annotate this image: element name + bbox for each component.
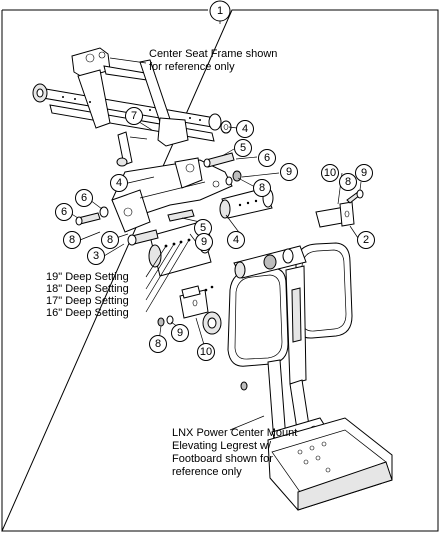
legrest-note: LNX Power Center Mount Elevating Legrest… — [172, 427, 298, 478]
svg-text:10: 10 — [200, 346, 212, 358]
svg-text:9: 9 — [177, 327, 183, 339]
svg-text:8: 8 — [107, 234, 113, 246]
svg-text:4: 4 — [242, 123, 248, 135]
svg-text:9: 9 — [201, 236, 207, 248]
svg-text:4: 4 — [233, 234, 239, 246]
svg-text:6: 6 — [81, 192, 87, 204]
figure-number-callout: 1 — [209, 0, 231, 22]
svg-text:9: 9 — [286, 166, 292, 178]
svg-text:9: 9 — [361, 167, 367, 179]
callout-10: 10 — [197, 343, 215, 361]
svg-text:8: 8 — [69, 234, 75, 246]
svg-text:6: 6 — [264, 152, 270, 164]
svg-text:5: 5 — [240, 142, 246, 154]
callout-8: 8 — [63, 231, 81, 249]
elevating-legrest — [202, 242, 393, 511]
svg-text:8: 8 — [155, 338, 161, 350]
svg-text:5: 5 — [200, 222, 206, 234]
callout-2: 2 — [357, 231, 375, 249]
svg-text:8: 8 — [259, 182, 265, 194]
callout-6: 6 — [258, 149, 276, 167]
depth-setting-17: 17" Deep Setting — [46, 295, 129, 307]
side-pad-assembly-left — [157, 285, 214, 327]
svg-text:7: 7 — [131, 110, 137, 122]
callout-6: 6 — [55, 203, 73, 221]
callout-9: 9 — [171, 324, 189, 342]
svg-text:6: 6 — [61, 206, 67, 218]
depth-setting-18: 18" Deep Setting — [46, 283, 129, 295]
svg-text:10: 10 — [324, 167, 336, 179]
figure-frame — [1, 9, 439, 532]
callout-4: 4 — [227, 231, 245, 249]
callout-3: 3 — [87, 247, 105, 265]
side-pad-assembly-right — [315, 189, 364, 228]
callout-4: 4 — [110, 174, 128, 192]
callout-6: 6 — [75, 189, 93, 207]
callout-10: 10 — [321, 164, 339, 182]
callout-7: 7 — [125, 107, 143, 125]
svg-text:2: 2 — [363, 234, 369, 246]
callout-9: 9 — [355, 164, 373, 182]
callout-8: 8 — [339, 173, 357, 191]
callout-8: 8 — [253, 179, 271, 197]
center-mount-bracket — [111, 157, 233, 233]
callout-8: 8 — [149, 335, 167, 353]
svg-text:4: 4 — [116, 177, 122, 189]
svg-text:1: 1 — [217, 5, 223, 17]
callout-8: 8 — [101, 231, 119, 249]
callout-5: 5 — [234, 139, 252, 157]
svg-text:3: 3 — [93, 250, 99, 262]
depth-setting-16: 16" Deep Setting — [46, 307, 129, 319]
callout-9: 9 — [280, 163, 298, 181]
depth-setting-19: 19" Deep Setting — [46, 271, 129, 283]
callout-9: 9 — [195, 233, 213, 251]
callout-4: 4 — [236, 120, 254, 138]
svg-text:8: 8 — [345, 176, 351, 188]
seat-frame-note: Center Seat Frame shown for reference on… — [149, 48, 278, 73]
